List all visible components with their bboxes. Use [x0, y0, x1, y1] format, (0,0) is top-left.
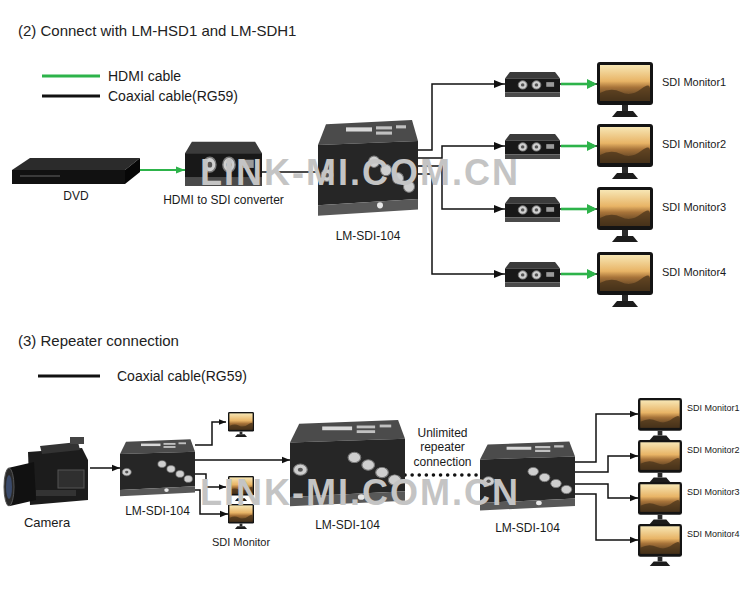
- edge-label-holder: Unlimited repeater connection: [407, 426, 479, 469]
- device-label: LM-SDI-104: [495, 522, 560, 536]
- camera-mic: [70, 437, 84, 444]
- device-label: HDMI to SDI converter: [163, 194, 284, 208]
- converter-picture: [505, 262, 560, 287]
- monitor-picture: [638, 524, 682, 566]
- section-heading: (3) Repeater connection: [18, 332, 179, 349]
- device-label: SDI Monitor4: [662, 266, 726, 279]
- converter-picture: [505, 197, 560, 222]
- legend-holder: Coaxial cable(RG59): [117, 368, 247, 384]
- sdi-monitor: SDI Monitor4: [638, 524, 682, 566]
- edge-label: Unlimited repeater connection: [407, 426, 479, 469]
- device-label: SDI Monitor3: [662, 201, 726, 214]
- sdi-monitor: SDI Monitor1: [597, 62, 653, 117]
- distributor-box: LM-SDI-104: [120, 438, 195, 500]
- connectors: [90, 84, 638, 540]
- coaxial-cable: [575, 484, 638, 498]
- device-label: SDI Monitor3: [687, 487, 740, 497]
- device-label: SDI Monitor1: [662, 76, 726, 89]
- label-holder: LINK-MI.COM.CN: [200, 152, 520, 193]
- monitor-picture: [638, 482, 682, 524]
- hdmi-wire: [561, 273, 589, 276]
- monitor-picture: [638, 398, 682, 440]
- monitor-picture: [597, 62, 653, 117]
- device-label: LM-SDI-104: [125, 505, 190, 519]
- hdmi-wire: [561, 145, 589, 148]
- arrow-head: [494, 205, 504, 213]
- dvd-side: [125, 158, 140, 184]
- device-label: DVD: [63, 190, 88, 204]
- sdi-monitor: SDI Monitor1: [638, 398, 682, 440]
- legend-holder: HDMI cable: [108, 68, 181, 84]
- arrow-head: [494, 270, 504, 278]
- legend-line: [38, 375, 100, 378]
- sdi-monitor: SDI Monitor2: [597, 124, 653, 179]
- coaxial-cable: [575, 456, 638, 472]
- device-label: SDI Monitor2: [687, 445, 740, 455]
- hdmi-wire: [561, 208, 589, 211]
- arrow-head: [587, 269, 597, 279]
- device-label: SDI Monitor: [212, 536, 270, 549]
- camera: Camera: [4, 436, 90, 508]
- label-holder: (2) Connect with LM-HSD1 and LM-SDH1: [18, 22, 296, 39]
- legend-text: Coaxial cable(RG59): [108, 88, 238, 104]
- device-label: SDI Monitor4: [687, 529, 740, 539]
- device-label: SDI Monitor1: [687, 403, 740, 413]
- monitor-picture: [597, 124, 653, 179]
- legend-line: [42, 95, 100, 98]
- device-label: Camera: [24, 516, 70, 531]
- label-holder: LINK-MI.COM.CN: [200, 472, 520, 513]
- device-label: SDI Monitor2: [662, 138, 726, 151]
- hdmi-cable: [140, 169, 185, 171]
- monitor-picture: [597, 252, 653, 307]
- sdi-monitor: SDI Monitor2: [638, 440, 682, 482]
- device-label: LM-SDI-104: [315, 519, 380, 533]
- legend-text: Coaxial cable(RG59): [117, 368, 247, 384]
- device-label: LM-SDI-104: [336, 230, 401, 244]
- section-heading: (2) Connect with LM-HSD1 and LM-SDH1: [18, 22, 296, 39]
- monitor-picture: [597, 187, 653, 242]
- sdi-monitor: SDI Monitor4: [597, 252, 653, 307]
- arrow-head: [587, 79, 597, 89]
- arrow-head: [587, 141, 597, 151]
- legend-text: HDMI cable: [108, 68, 181, 84]
- coaxial-cable: [90, 467, 120, 469]
- distributor-picture: [120, 439, 195, 496]
- camera-body: [28, 448, 88, 505]
- dvd-player: DVD: [12, 158, 140, 184]
- legend-line: [42, 75, 100, 78]
- camera-lens: [4, 468, 14, 506]
- coaxial-cable: [575, 494, 638, 540]
- watermark: LINK-MI.COM.CN: [200, 152, 520, 193]
- sdi-monitor: SDI Monitor3: [638, 482, 682, 524]
- converter-picture: [505, 72, 560, 97]
- monitor-picture: [638, 440, 682, 482]
- arrow-head: [494, 142, 504, 150]
- hdmi-wire: [561, 83, 589, 86]
- monitor-picture: [228, 412, 254, 437]
- dvd-top: [12, 158, 140, 170]
- coaxial-cable: [575, 414, 638, 462]
- arrow-head: [494, 80, 504, 88]
- legend-samples: [38, 76, 100, 376]
- camera-strap: [36, 490, 76, 496]
- label-holder: (3) Repeater connection: [18, 332, 179, 349]
- watermark: LINK-MI.COM.CN: [200, 472, 520, 513]
- coaxial-cable: [195, 459, 290, 461]
- camera-glass: [6, 475, 12, 499]
- legend-holder: Coaxial cable(RG59): [108, 88, 238, 104]
- dvd-tray: [20, 175, 60, 177]
- sdi-monitor: SDI Monitor3: [597, 187, 653, 242]
- coaxial-wire: [195, 422, 226, 445]
- camera-screen: [58, 470, 84, 488]
- arrow-head: [587, 204, 597, 214]
- dvd-front: [12, 170, 125, 184]
